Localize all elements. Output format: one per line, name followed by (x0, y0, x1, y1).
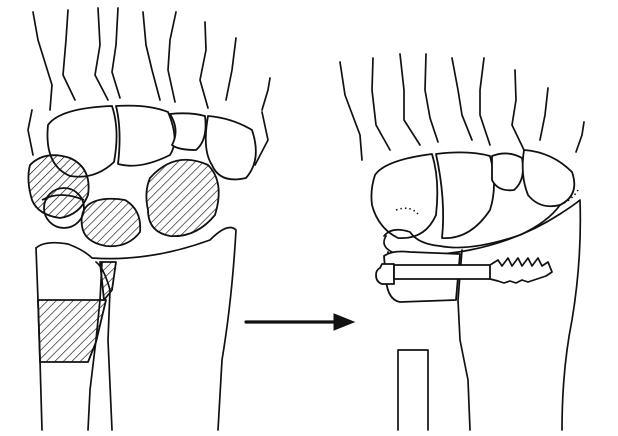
lunate-hatched-left (82, 199, 141, 246)
triquetrum-hatched-left (146, 160, 218, 236)
scaphoid-hatched-left (28, 155, 88, 218)
ulna-head-wedge-left (100, 262, 116, 300)
forearm-bones-left (36, 228, 236, 430)
transition-arrow (246, 314, 354, 330)
carpal-bones-right (371, 150, 578, 248)
metacarpals-left (33, 8, 270, 110)
panel-before (28, 8, 270, 430)
panel-after (340, 54, 584, 430)
ulna-distal-remnant-right (398, 350, 428, 430)
carpal-bones-left (28, 106, 255, 247)
metacarpals-right (340, 54, 584, 160)
ulna-excised-segment-left (38, 300, 106, 362)
